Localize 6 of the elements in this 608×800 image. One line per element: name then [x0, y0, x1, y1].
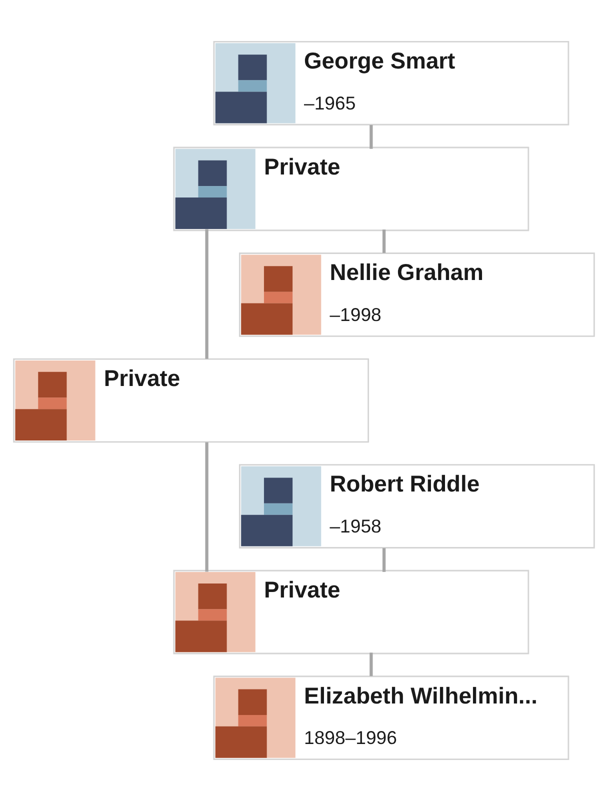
connector [370, 652, 373, 676]
connector [205, 442, 208, 572]
connector [370, 124, 373, 148]
connector [205, 228, 208, 358]
connector [382, 548, 386, 572]
connector [382, 229, 386, 253]
